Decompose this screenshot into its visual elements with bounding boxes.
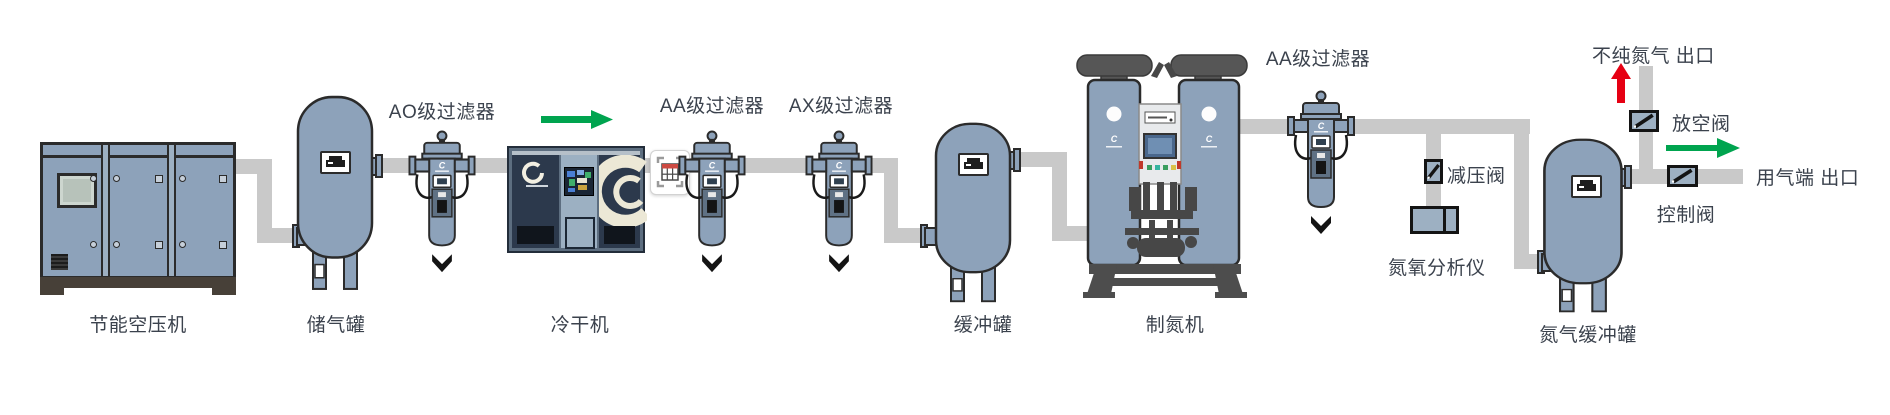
pipe-into-air-tank [257,228,297,243]
buffer-tank-outlet-flange [1013,148,1021,172]
compressor-divider [101,145,110,276]
aa-filter-1 [678,129,746,277]
label-impure-outlet: 不纯氮气 出口 [1592,46,1715,67]
nitrogen-buffer-tank [1534,137,1634,315]
label-gas-outlet: 用气端 出口 [1756,168,1860,189]
n2-tank-gauge [1571,175,1602,198]
air-compressor [40,140,236,296]
dryer-top-strip [512,151,640,155]
dryer-right-panel [599,155,647,248]
air-tank-gauge [320,151,351,174]
compressor-divider [167,145,176,276]
dryer-center-column [561,155,599,249]
pipe-into-buffer [884,228,928,243]
label-buffer-tank: 缓冲罐 [953,315,1013,336]
ao-filter [408,129,476,277]
compressor-top-band [43,155,233,158]
label-ax-filter: AX级过滤器 [788,96,894,117]
compressor-cabinet [40,142,236,279]
compressor-foot [40,288,64,295]
refrigerated-dryer [507,146,647,253]
label-compressor: 节能空压机 [89,315,187,336]
svg-text:C: C [1111,134,1118,144]
dryer-left-panel [512,155,561,248]
label-n2-buffer-tank: 氮气缓冲罐 [1539,325,1637,346]
pipe-n2gen-out [1235,119,1290,134]
compressor-vent [51,254,68,270]
compressor-foot [212,288,236,295]
label-aa-filter-2: AA级过滤器 [1265,49,1371,70]
label-dryer: 冷干机 [550,315,610,336]
pipe-compressor-down [257,159,272,243]
nitrogen-oxygen-analyzer [1410,206,1459,234]
control-valve [1667,165,1698,187]
label-vent-valve: 放空阀 [1672,114,1731,135]
label-reducing-valve: 减压阀 [1447,166,1506,187]
vent-up-arrow-icon [1611,63,1631,103]
label-control-valve: 控制阀 [1656,205,1716,226]
pipe-down-to-buffer [884,158,898,243]
dryer-vent [517,226,554,244]
pressure-reducing-valve [1424,159,1443,184]
aa-filter-2 [1287,89,1355,239]
pipe-into-n2tank [1514,254,1540,269]
label-air-tank: 储气罐 [306,315,366,336]
pipe-down-to-n2tank [1514,119,1529,269]
air-tank-outlet-flange [375,154,383,178]
svg-text:C: C [1206,134,1213,144]
label-analyzer: 氮氧分析仪 [1388,258,1486,279]
dryer-lower-panel [565,217,595,249]
n2-tank-outlet-flange [1624,165,1632,189]
buffer-tank-gauge [958,153,989,176]
pipe-buffer-down [1052,152,1067,241]
label-aa-filter-1: AA级过滤器 [659,96,765,117]
air-storage-tank [288,94,384,293]
flow-arrow-icon [541,110,613,129]
vent-valve [1629,110,1659,132]
flow-arrow-icon [1666,138,1740,158]
dryer-vent [604,226,635,244]
dryer-display [564,167,594,196]
buffer-tank [926,121,1022,305]
compressor-base [40,277,236,288]
ax-filter [805,129,873,277]
label-n2-generator: 制氮机 [1145,315,1205,336]
label-ao-filter: AO级过滤器 [388,102,496,123]
